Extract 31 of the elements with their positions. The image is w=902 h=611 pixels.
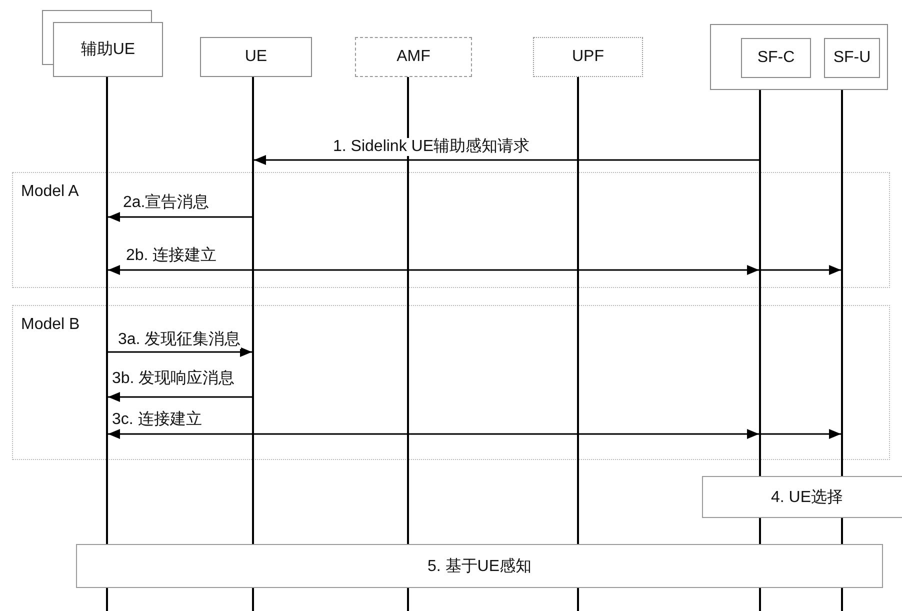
- lifeline: [106, 77, 108, 611]
- process-box: 5. 基于UE感知: [76, 544, 883, 588]
- lifeline: [759, 90, 761, 611]
- message-arrow: [108, 265, 759, 275]
- lifeline: [407, 77, 409, 611]
- participant-box: 辅助UE: [53, 22, 163, 77]
- lifeline: [252, 77, 254, 611]
- message-arrow: [108, 392, 252, 402]
- message-label: 3a. 发现征集消息: [118, 331, 241, 349]
- message-label: 3c. 连接建立: [112, 411, 202, 429]
- participant-box: SF-U: [824, 38, 880, 78]
- message-arrow: [761, 429, 841, 439]
- message-arrow: [254, 155, 759, 165]
- message-label: 2b. 连接建立: [126, 247, 217, 265]
- participant-box: UPF: [533, 37, 643, 77]
- participant-box: SF-C: [741, 38, 811, 78]
- message-arrow: [108, 429, 759, 439]
- message-label: 3b. 发现响应消息: [112, 370, 235, 388]
- process-box: 4. UE选择: [702, 476, 902, 518]
- lifeline: [841, 90, 843, 611]
- message-arrow: [108, 212, 252, 222]
- participant-box: UE: [200, 37, 312, 77]
- fragment-label: Model A: [21, 183, 79, 201]
- fragment-label: Model B: [21, 316, 80, 334]
- group-box: [710, 24, 888, 90]
- participant-box: AMF: [355, 37, 472, 77]
- message-label: 1. Sidelink UE辅助感知请求: [333, 138, 530, 156]
- lifeline: [577, 77, 579, 611]
- message-arrow: [761, 265, 841, 275]
- message-label: 2a.宣告消息: [123, 194, 210, 212]
- message-arrow: [108, 347, 252, 357]
